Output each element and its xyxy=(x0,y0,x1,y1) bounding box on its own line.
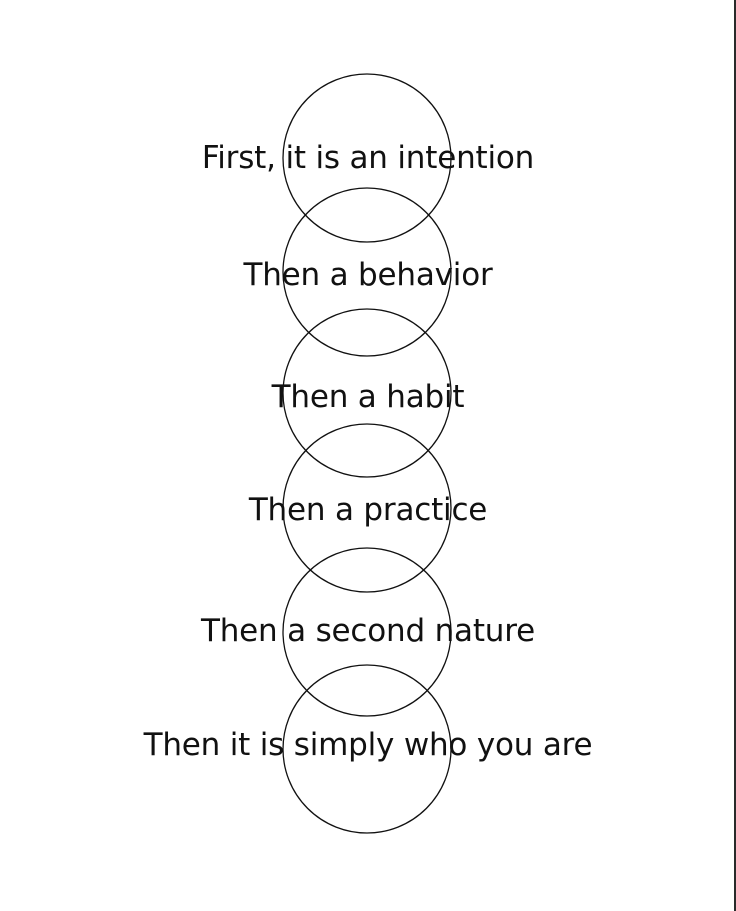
circle-5 xyxy=(282,547,452,717)
line-intention: First, it is an intention xyxy=(201,140,535,176)
right-border xyxy=(734,0,736,911)
line-second-nature: Then a second nature xyxy=(200,613,535,649)
line-habit: Then a habit xyxy=(271,379,465,415)
circle-3 xyxy=(282,308,452,478)
line-who-you-are: Then it is simply who you are xyxy=(143,727,593,763)
circle-6 xyxy=(282,664,452,834)
line-behavior: Then a behavior xyxy=(243,257,493,293)
circle-1 xyxy=(282,73,452,243)
circle-2 xyxy=(282,187,452,357)
line-practice: Then a practice xyxy=(248,492,488,528)
circle-4 xyxy=(282,423,452,593)
